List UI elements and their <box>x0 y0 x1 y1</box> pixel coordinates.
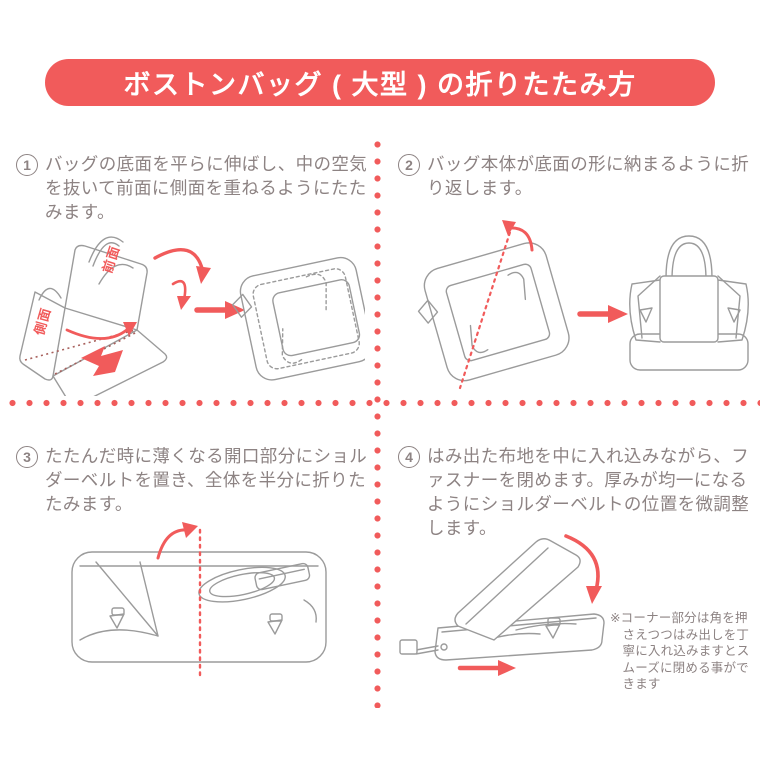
fold-direction-arrows <box>65 248 211 376</box>
page-title: ボストンバッグ ( 大型 ) の折りたたみ方 <box>123 70 637 100</box>
title-banner: ボストンバッグ ( 大型 ) の折りたたみ方 <box>45 59 715 106</box>
fold-line-and-arrow <box>156 522 202 679</box>
step-1: 1 バッグの底面を平らに伸ばし、中の空気を抜いて前面に側面を重ねるようにたたみま… <box>16 152 368 224</box>
step-3-number-badge: 3 <box>16 446 38 468</box>
fold-line-and-arrow <box>458 220 534 390</box>
step-3-illustration <box>71 522 327 679</box>
closing-bag-sketch <box>399 538 605 661</box>
bag-side-label: 側面 <box>31 306 53 338</box>
step-2-number-badge: 2 <box>398 154 420 176</box>
vertical-dotted-divider <box>371 136 384 708</box>
corner-note: ※コーナー部分は角を押さえつつはみ出しを丁寧に入れ込みますとスムーズに閉める事が… <box>610 611 750 691</box>
flat-bag-sketch <box>417 242 570 382</box>
step-2-text: バッグ本体が底面の形に納まるように折り返します。 <box>427 154 750 198</box>
step-2-illustration <box>417 220 749 390</box>
step-4-illustration <box>399 534 605 676</box>
flattened-bag-sketch <box>231 256 365 381</box>
arrow-right-icon <box>194 301 245 319</box>
step-1-illustration: 前面 側面 <box>19 236 365 396</box>
folded-bag-sketch <box>629 235 749 371</box>
step-1-text: バッグの底面を平らに伸ばし、中の空気を抜いて前面に側面を重ねるようにたたみます。 <box>45 154 368 222</box>
step-1-number-badge: 1 <box>16 154 38 176</box>
step-4: 4 はみ出た布地を中に入れ込みながら、ファスナーを閉めます。厚みが均一になるよう… <box>398 444 754 540</box>
step-4-number-badge: 4 <box>398 446 420 468</box>
step-4-text: はみ出た布地を中に入れ込みながら、ファスナーを閉めます。厚みが均一になるようにシ… <box>427 446 750 538</box>
arrow-right-icon <box>577 305 628 323</box>
step-3-text: たたんだ時に薄くなる開口部分にショルダーベルトを置き、全体を半分に折りたたみます… <box>45 446 368 514</box>
step-3: 3 たたんだ時に薄くなる開口部分にショルダーベルトを置き、全体を半分に折りたたみ… <box>16 444 368 516</box>
step-2: 2 バッグ本体が底面の形に納まるように折り返します。 <box>398 152 754 200</box>
close-direction-arrows <box>457 534 602 676</box>
